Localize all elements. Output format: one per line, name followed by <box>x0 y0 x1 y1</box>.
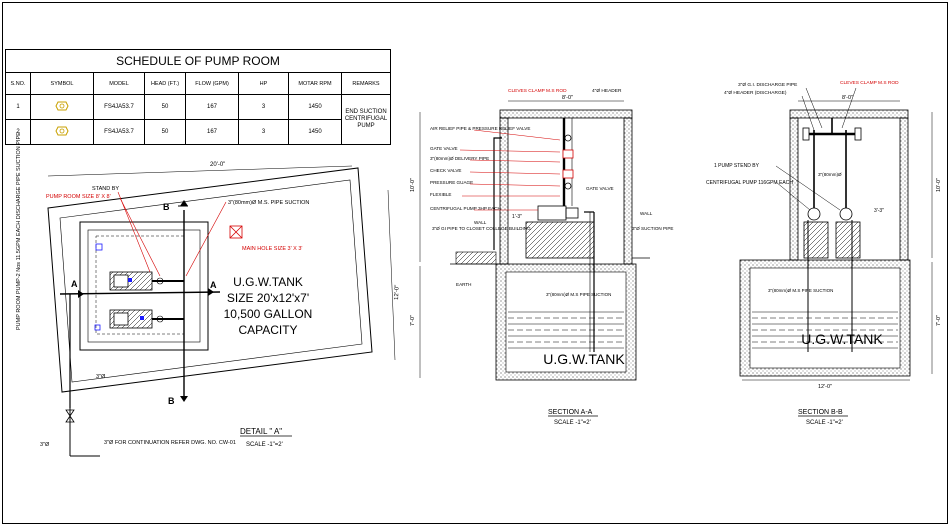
gi-pipe-label: 3"Ø GI PIPE TO CLOSET COLLEGE BUILDING <box>432 226 531 231</box>
section-aa: U.G.W.TANK 3"(80mm)Ø M.S PIPE SUCTION 8'… <box>410 88 673 426</box>
label-gate-valve: GATE VALVE <box>430 146 458 151</box>
continuation-label: 3"Ø FOR CONTINUATION REFER DWG. NO. CW-0… <box>104 440 236 446</box>
dim-h2-aa: 7'-0" <box>410 315 416 326</box>
tank-line-3: 10,500 GALLON <box>224 307 313 321</box>
detail-a-scale: SCALE -1"=2' <box>246 442 283 448</box>
section-aa-scale: SCALE -1"=2' <box>554 420 591 426</box>
ms-pipe-aa: 3"(80mm)Ø M.S PIPE SUCTION <box>546 292 611 297</box>
marker-b-bottom: B <box>168 396 175 406</box>
dim-top-bb: 8'-0" <box>842 95 853 101</box>
stand-by-label: STAND BY <box>92 186 119 192</box>
manhole-label: MAIN HOLE SIZE 3' X 3' <box>242 246 302 252</box>
wall-label-aa-2: WALL <box>640 211 653 216</box>
pump-symbol-icon <box>55 101 69 111</box>
header-aa: 4"Ø HEADER <box>592 88 622 94</box>
dim-top-aa: 8'-0" <box>562 95 573 101</box>
marker-a-left: A <box>71 279 78 289</box>
plinth-bb-2 <box>835 221 861 259</box>
tank-line-1: U.G.W.TANK <box>233 275 303 289</box>
marker-b-top: B <box>163 202 170 212</box>
stand-by-bb: 1 PUMP STEND BY <box>714 163 760 169</box>
cell-flow: 167 <box>185 119 239 145</box>
dim-small-aa: 1'-3" <box>512 214 522 220</box>
pump-room-size: PUMP ROOM SIZE 8' X 8' <box>46 194 111 200</box>
detail-a-title: DETAIL " A" <box>240 427 282 436</box>
table-row: 2 FS4JA53.7 50 167 3 1450 <box>5 119 391 145</box>
wall-label-aa: WALL <box>474 220 487 225</box>
dim-top: 20'-0" <box>210 162 225 168</box>
cell-rpm: 1450 <box>288 119 342 145</box>
label-air-relief: AIR RELIEF PIPE & PRESSURE RELIEF VALVE <box>430 126 530 131</box>
suction-pipe-label: 3"(80mm)Ø M.S. PIPE SUCTION <box>228 200 309 206</box>
label-centrifugal: CENTRIFUGAL PUMP 3HP EACH <box>430 206 501 211</box>
cell-remarks: END SUCTION CENTRIFUGAL PUMP <box>341 94 391 145</box>
pump-bb-2 <box>839 207 853 221</box>
section-bb-scale: SCALE -1"=2' <box>806 420 843 426</box>
label-check-valve: CHECK VALVE <box>430 168 462 173</box>
dim-h1-aa: 10'-0" <box>410 178 416 192</box>
cell-symbol <box>30 119 94 145</box>
pipe-3-label: 3"Ø <box>96 374 106 380</box>
label-flexible: FLEXIBLE <box>430 192 451 197</box>
dim-h1-bb: 10'-0" <box>936 178 942 192</box>
roof-slab-aa <box>499 109 633 119</box>
label-delivery: 3"(80mm)Ø DELIVERY PIPE <box>430 156 489 161</box>
pump-schedule-table: SCHEDULE OF PUMP ROOM S.NO. SYMBOL MODEL… <box>5 49 391 145</box>
dim-h2-bb: 7'-0" <box>936 315 942 326</box>
cleves-clamp-aa: CLEVES CLAMP M.S ROD <box>508 88 567 94</box>
roof-slab-bb <box>789 109 909 119</box>
tank-line-2: SIZE 20'x12'x7' <box>227 291 309 305</box>
dim-bottom-bb: 12'-0" <box>818 384 832 390</box>
dim-right: 12'-0" <box>394 285 401 300</box>
tank-line-4: CAPACITY <box>238 323 297 337</box>
header-bb: 4"Ø HEADER (DISCHARGE) <box>724 90 787 96</box>
manhole-icon <box>229 225 243 239</box>
pump-aa <box>537 205 567 221</box>
cleves-clamp-bb: CLEVES CLAMP M.S ROD <box>840 80 899 86</box>
label-pressure: PRESSURE GUAGE <box>430 180 473 185</box>
tank-outline <box>47 167 373 393</box>
tank-bb-label: U.G.W.TANK <box>801 331 883 347</box>
ms-pipe-bb: 3"(80mm)Ø M.S PIPE SUCTION <box>768 288 833 293</box>
marker-a-right: A <box>210 280 217 290</box>
section-bb: U.G.W.TANK 3"(80mm)Ø M.S PIPE SUCTION 8'… <box>706 80 942 426</box>
discharge-pipe-bb: 3"Ø G.I. DISCHARGE PIPE <box>738 82 797 88</box>
pipe-small-bb: 3"(80mm)Ø <box>818 172 842 177</box>
earth-label: EARTH <box>456 282 472 287</box>
pump-room <box>79 221 209 351</box>
tank-aa-label: U.G.W.TANK <box>543 351 625 367</box>
section-bb-title: SECTION B-B <box>798 409 843 416</box>
section-aa-title: SECTION A-A <box>548 409 593 416</box>
cell-model: FS4JA53.7 <box>93 119 145 145</box>
pump-symbol-icon <box>55 126 69 136</box>
dim-mid-bb: 3'-3" <box>874 208 884 214</box>
centrifugal-bb: CENTRIFUGAL PUMP 116GPM EACH <box>706 180 793 186</box>
left-note: PUMP ROOM PUMP-2 Nos 11.5GPM EACH DISCHA… <box>16 132 22 330</box>
valve-icon <box>65 409 75 417</box>
detail-a-plan: 20'-0" 12'-0" B B A A <box>16 132 401 457</box>
cell-head: 50 <box>144 119 186 145</box>
suction-pipe-aa: 3"Ø SUCTION PIPE <box>632 226 673 231</box>
gate-valve-right: GATE VALVE <box>586 186 614 191</box>
pump-plinth-aa <box>525 221 595 259</box>
pipe-3-label-2: 3"Ø <box>40 442 50 448</box>
cell-hp: 3 <box>238 119 289 145</box>
